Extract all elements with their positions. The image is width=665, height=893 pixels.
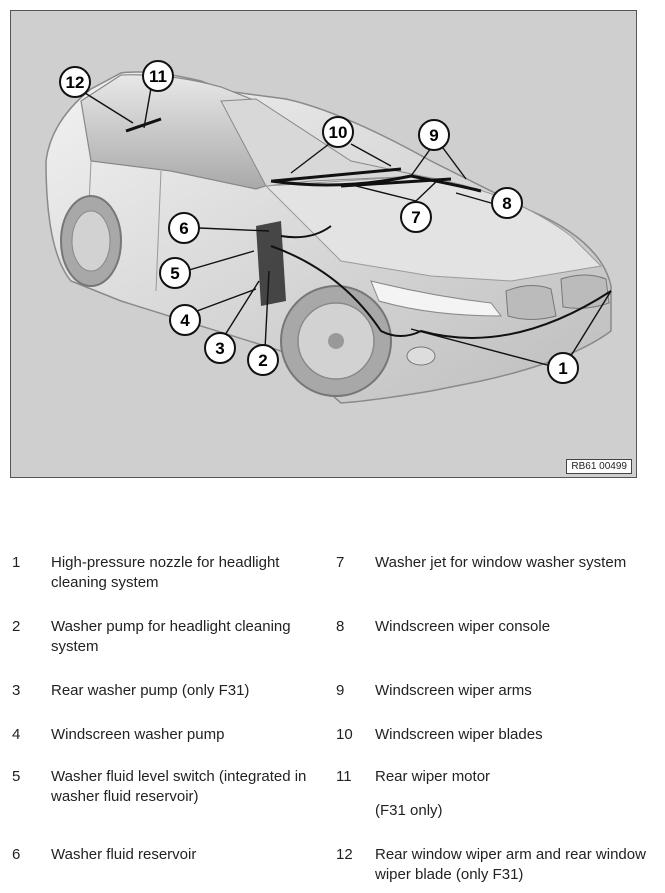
legend-number: 3 [12,682,21,699]
legend-number: 7 [336,554,345,571]
legend-text: Washer jet for window washer system [375,554,627,571]
legend-number: 2 [12,618,21,635]
callout-7: 7 [400,201,432,233]
figure-reference-code: RB61 00499 [566,459,632,474]
svg-text:8: 8 [502,194,511,213]
svg-text:9: 9 [429,126,438,145]
legend-number: 4 [12,726,21,743]
callout-6: 6 [168,212,200,244]
callout-10: 10 [322,116,354,148]
legend-number: 5 [12,768,21,785]
leader-lines [84,87,612,367]
legend-number: 12 [336,846,353,863]
callout-4: 4 [169,304,201,336]
legend-number: 1 [12,554,21,571]
legend-text: Rear washer pump (only F31) [51,682,250,699]
callout-5: 5 [159,257,191,289]
legend-number: 8 [336,618,345,635]
svg-text:5: 5 [170,264,179,283]
callout-8: 8 [491,187,523,219]
callout-12: 12 [59,66,91,98]
legend-number: 9 [336,682,345,699]
svg-text:1: 1 [558,359,567,378]
legend-text: Windscreen wiper arms [375,682,532,699]
svg-text:3: 3 [215,339,224,358]
legend-number: 11 [336,768,352,785]
legend-text: Washer fluid level switch (integrated in… [51,768,307,805]
svg-text:6: 6 [179,219,188,238]
legend-number: 6 [12,846,21,863]
callout-9: 9 [418,119,450,151]
legend-text: Washer fluid reservoir [51,846,197,863]
car-diagram-figure: 1 2 3 4 5 6 7 8 9 10 11 12 RB61 00499 [10,10,637,478]
callout-11: 11 [142,60,174,92]
svg-text:10: 10 [329,123,348,142]
svg-text:11: 11 [149,67,167,86]
legend-number: 10 [336,726,353,743]
svg-text:4: 4 [180,311,190,330]
legend-text: Washer pump for headlight cleaning syste… [51,618,291,655]
legend-text: Windscreen washer pump [51,726,225,743]
legend-text: Rear window wiper arm and rear window wi… [375,846,646,883]
callout-3: 3 [204,332,236,364]
legend-text: Windscreen wiper blades [375,726,543,743]
svg-text:12: 12 [66,73,85,92]
svg-text:7: 7 [411,208,420,227]
callout-2: 2 [247,344,279,376]
legend-text: Windscreen wiper console [375,618,551,635]
legend-text: Rear wiper motor [375,768,491,785]
car-illustration: 1 2 3 4 5 6 7 8 9 10 11 12 [45,60,612,404]
svg-text:2: 2 [258,351,267,370]
legend-subtext: (F31 only) [375,802,443,819]
callouts: 1 2 3 4 5 6 7 8 9 10 11 12 [59,60,579,384]
legend-text: High-pressure nozzle for headlight clean… [51,554,280,591]
callout-1: 1 [547,352,579,384]
